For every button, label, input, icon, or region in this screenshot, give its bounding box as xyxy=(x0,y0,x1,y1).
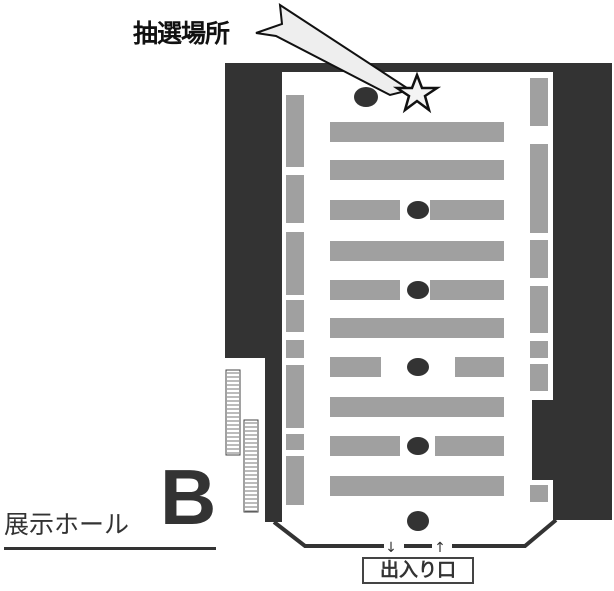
entrance-label: 出入り口 xyxy=(362,557,474,584)
booth-left-wall xyxy=(286,175,304,223)
hall-wall xyxy=(225,63,612,522)
booth-island xyxy=(330,357,381,377)
booth-island xyxy=(330,280,400,300)
hall-name: 展示ホール xyxy=(4,510,130,539)
booth-right-wall xyxy=(530,144,548,233)
lottery-location-label: 抽選場所 xyxy=(133,19,230,48)
booth-island xyxy=(330,397,504,417)
booth-island xyxy=(330,122,504,142)
booth-right-wall xyxy=(530,78,548,126)
booth-left-wall xyxy=(286,232,304,295)
booth-island xyxy=(455,357,504,377)
booth-left-wall xyxy=(286,365,304,428)
booth-left-wall xyxy=(286,456,304,505)
pillar xyxy=(407,201,429,219)
pillar xyxy=(407,511,429,531)
booth-island xyxy=(330,200,400,220)
booth-left-wall xyxy=(286,340,304,358)
pillar xyxy=(407,281,429,299)
booth-left-wall xyxy=(286,95,304,167)
booth-island xyxy=(430,200,504,220)
booth-right-wall xyxy=(530,364,548,391)
booth-right-wall xyxy=(530,485,548,502)
booth-island xyxy=(330,241,504,261)
booth-right-wall xyxy=(530,240,548,278)
booth-island xyxy=(430,280,504,300)
booth-left-wall xyxy=(286,434,304,450)
booth-left-wall xyxy=(286,300,304,332)
booth-island xyxy=(330,436,400,456)
booth-right-wall xyxy=(530,286,548,333)
exit-arrow: ↓ xyxy=(385,540,397,556)
enter-arrow: ↑ xyxy=(434,540,446,556)
title-underline xyxy=(4,547,216,550)
pillar xyxy=(354,87,378,107)
booth-island xyxy=(330,476,504,496)
booth-island xyxy=(435,436,504,456)
right-wall-block xyxy=(532,400,554,480)
hall-letter: B xyxy=(160,453,217,541)
bottom-wall xyxy=(272,520,384,548)
booth-island xyxy=(330,160,504,180)
pillar xyxy=(407,358,429,376)
booth-right-wall xyxy=(530,341,548,358)
bottom-wall xyxy=(452,518,558,548)
pillar xyxy=(407,437,429,455)
booth-island xyxy=(330,318,504,338)
star-icon xyxy=(392,71,442,114)
